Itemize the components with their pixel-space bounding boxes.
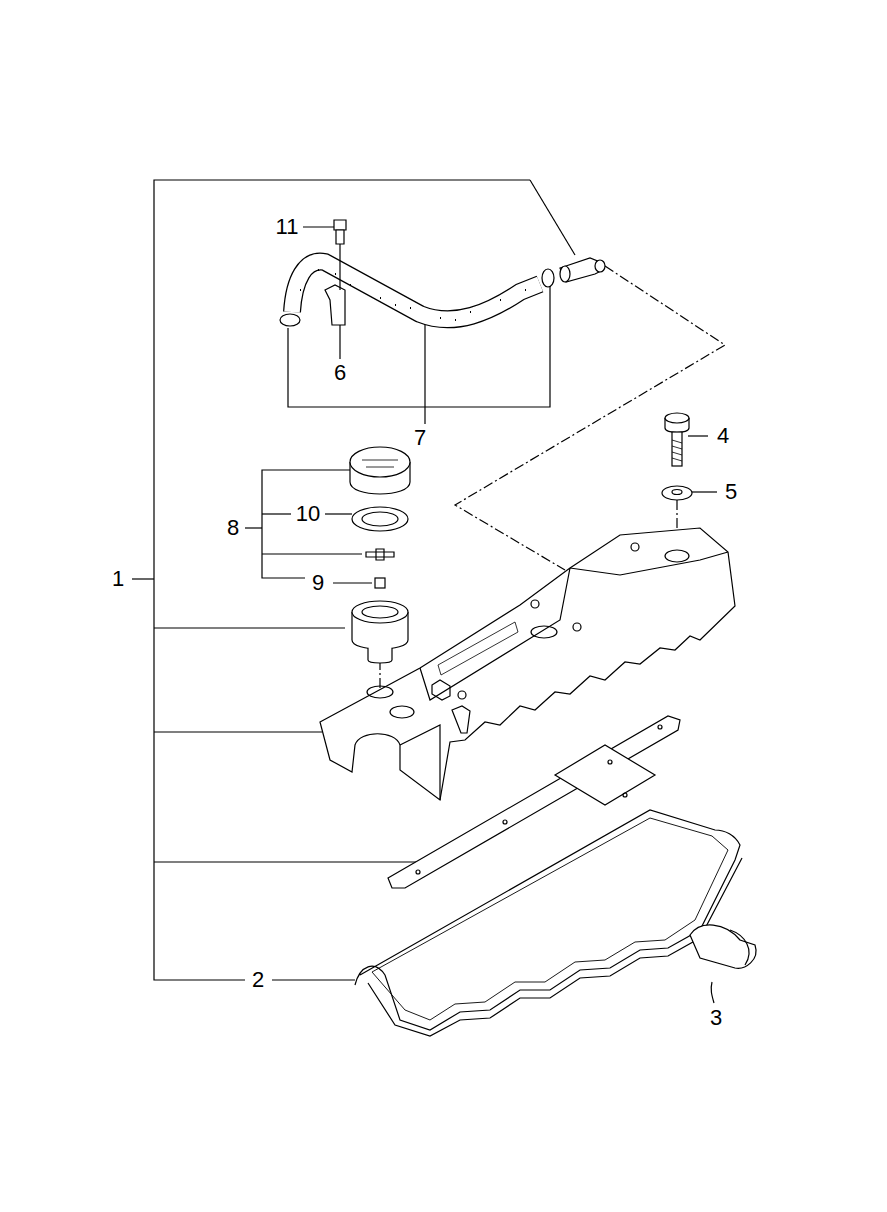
callout-number: 10 xyxy=(294,502,322,526)
gasket xyxy=(355,810,742,1036)
callout-number: 5 xyxy=(723,480,739,504)
hose-clip xyxy=(325,220,346,325)
callout-number: 7 xyxy=(412,426,428,450)
bolt xyxy=(662,413,692,500)
callout-number: 11 xyxy=(274,215,301,239)
callout-number: 8 xyxy=(225,516,241,540)
callout-number: 3 xyxy=(708,1006,724,1030)
half-moon-seal xyxy=(690,925,756,968)
callout-number: 2 xyxy=(250,968,266,992)
callout-number: 1 xyxy=(110,567,126,591)
callout-number: 9 xyxy=(310,571,326,595)
oil-filler-cap xyxy=(350,447,410,588)
filler-neck xyxy=(352,601,408,663)
callout-number: 6 xyxy=(332,361,348,385)
breather-hose xyxy=(280,258,605,326)
callout-number: 4 xyxy=(715,424,731,448)
rocker-cover xyxy=(320,528,735,800)
